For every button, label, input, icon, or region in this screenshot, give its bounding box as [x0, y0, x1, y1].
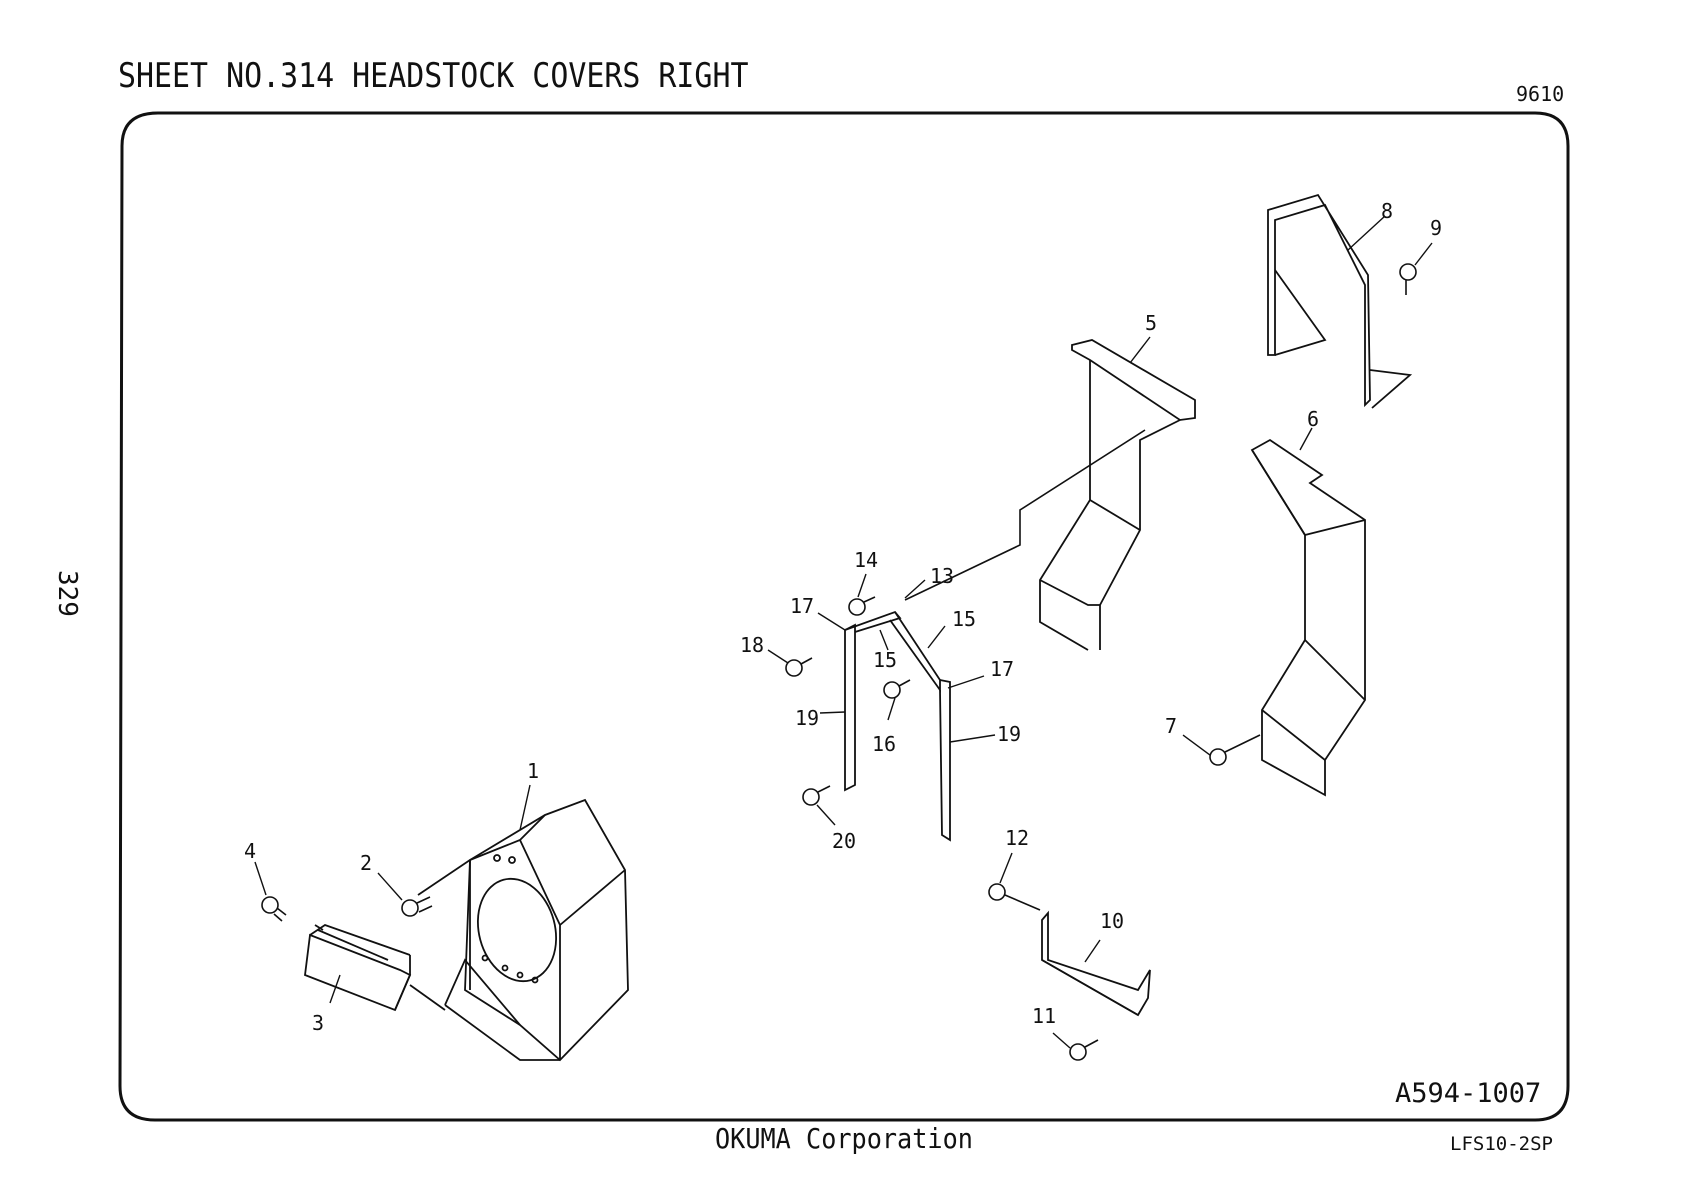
callout-4: 4 — [244, 839, 256, 863]
part-6-cover — [1252, 440, 1365, 795]
model-code: LFS10-2SP — [1450, 1133, 1553, 1155]
callout-3: 3 — [312, 1011, 324, 1035]
callout-17-left: 17 — [790, 594, 814, 618]
callout-10: 10 — [1100, 909, 1124, 933]
callout-13: 13 — [930, 564, 954, 588]
callout-12: 12 — [1005, 826, 1029, 850]
callout-8: 8 — [1381, 199, 1393, 223]
callout-16: 16 — [872, 732, 896, 756]
part-15-strip — [890, 612, 950, 840]
screw-12 — [989, 884, 1040, 910]
callout-6: 6 — [1307, 407, 1319, 431]
part-10-bracket — [1042, 913, 1150, 1015]
company-name: OKUMA Corporation — [715, 1122, 973, 1155]
callout-1: 1 — [527, 759, 539, 783]
callout-19-right: 19 — [997, 722, 1021, 746]
part-8-bracket — [1268, 195, 1410, 408]
screw-11 — [1070, 1040, 1098, 1060]
part-3-bracket — [305, 925, 445, 1010]
callout-9: 9 — [1430, 216, 1442, 240]
screw-9 — [1400, 264, 1416, 295]
callout-20: 20 — [832, 829, 856, 853]
screw-4 — [262, 897, 286, 921]
part-1-cover — [418, 800, 628, 1060]
callout-7: 7 — [1165, 714, 1177, 738]
part-5-cover — [1040, 340, 1195, 650]
callout-2: 2 — [360, 851, 372, 875]
part-19-left-strip — [845, 612, 900, 790]
callout-15-right: 15 — [952, 607, 976, 631]
callout-17-right: 17 — [990, 657, 1014, 681]
callout-19-left: 19 — [795, 706, 819, 730]
drawing-frame — [120, 113, 1568, 1120]
screw-16 — [884, 680, 910, 698]
callout-11: 11 — [1032, 1004, 1056, 1028]
drawing-number: A594-1007 — [1395, 1078, 1541, 1109]
leader-lines — [255, 216, 1432, 1048]
callout-5: 5 — [1145, 311, 1157, 335]
callout-14: 14 — [854, 548, 878, 572]
screw-2 — [402, 897, 432, 916]
callout-18: 18 — [740, 633, 764, 657]
screw-20 — [803, 786, 830, 805]
screw-14 — [849, 597, 875, 615]
callout-15-left: 15 — [873, 648, 897, 672]
screw-7 — [1210, 735, 1260, 765]
screw-18 — [786, 658, 812, 676]
